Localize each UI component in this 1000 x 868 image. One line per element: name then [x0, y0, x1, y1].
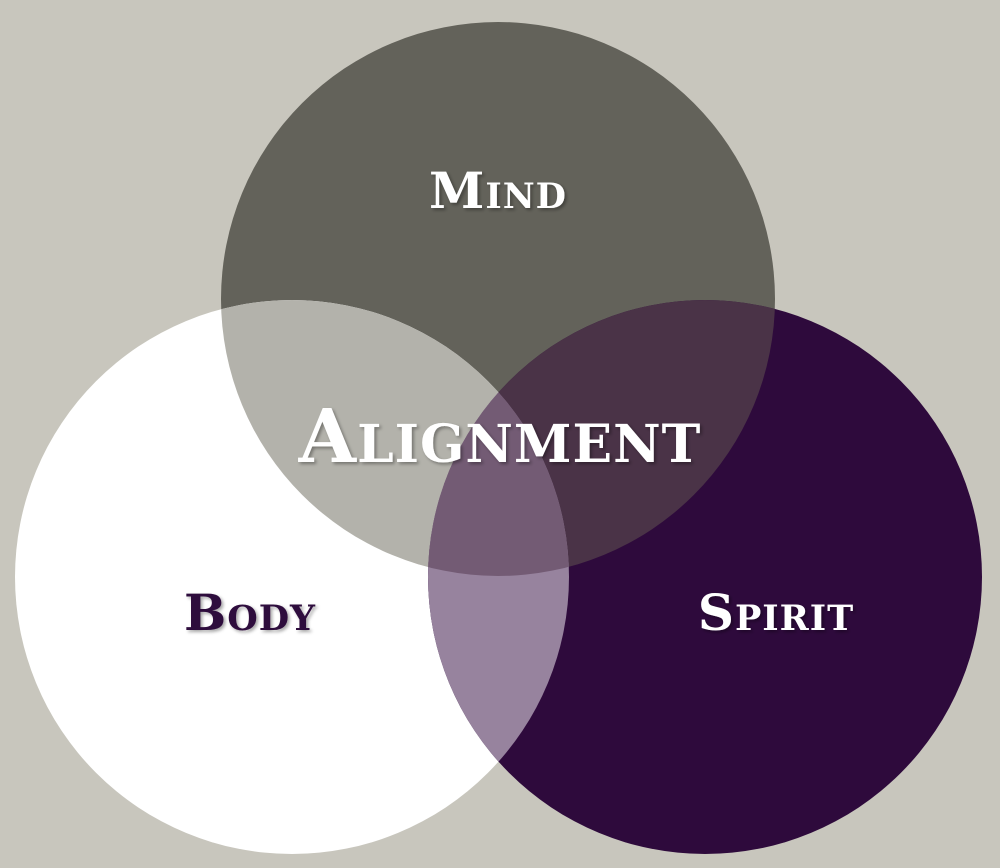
label-body: Body	[184, 583, 316, 642]
overlap-mind-body	[221, 300, 569, 576]
overlap-mind-spirit	[428, 300, 775, 576]
label-center: Alignment	[298, 394, 702, 480]
label-mind: Mind	[429, 161, 567, 220]
label-spirit: Spirit	[698, 583, 854, 642]
